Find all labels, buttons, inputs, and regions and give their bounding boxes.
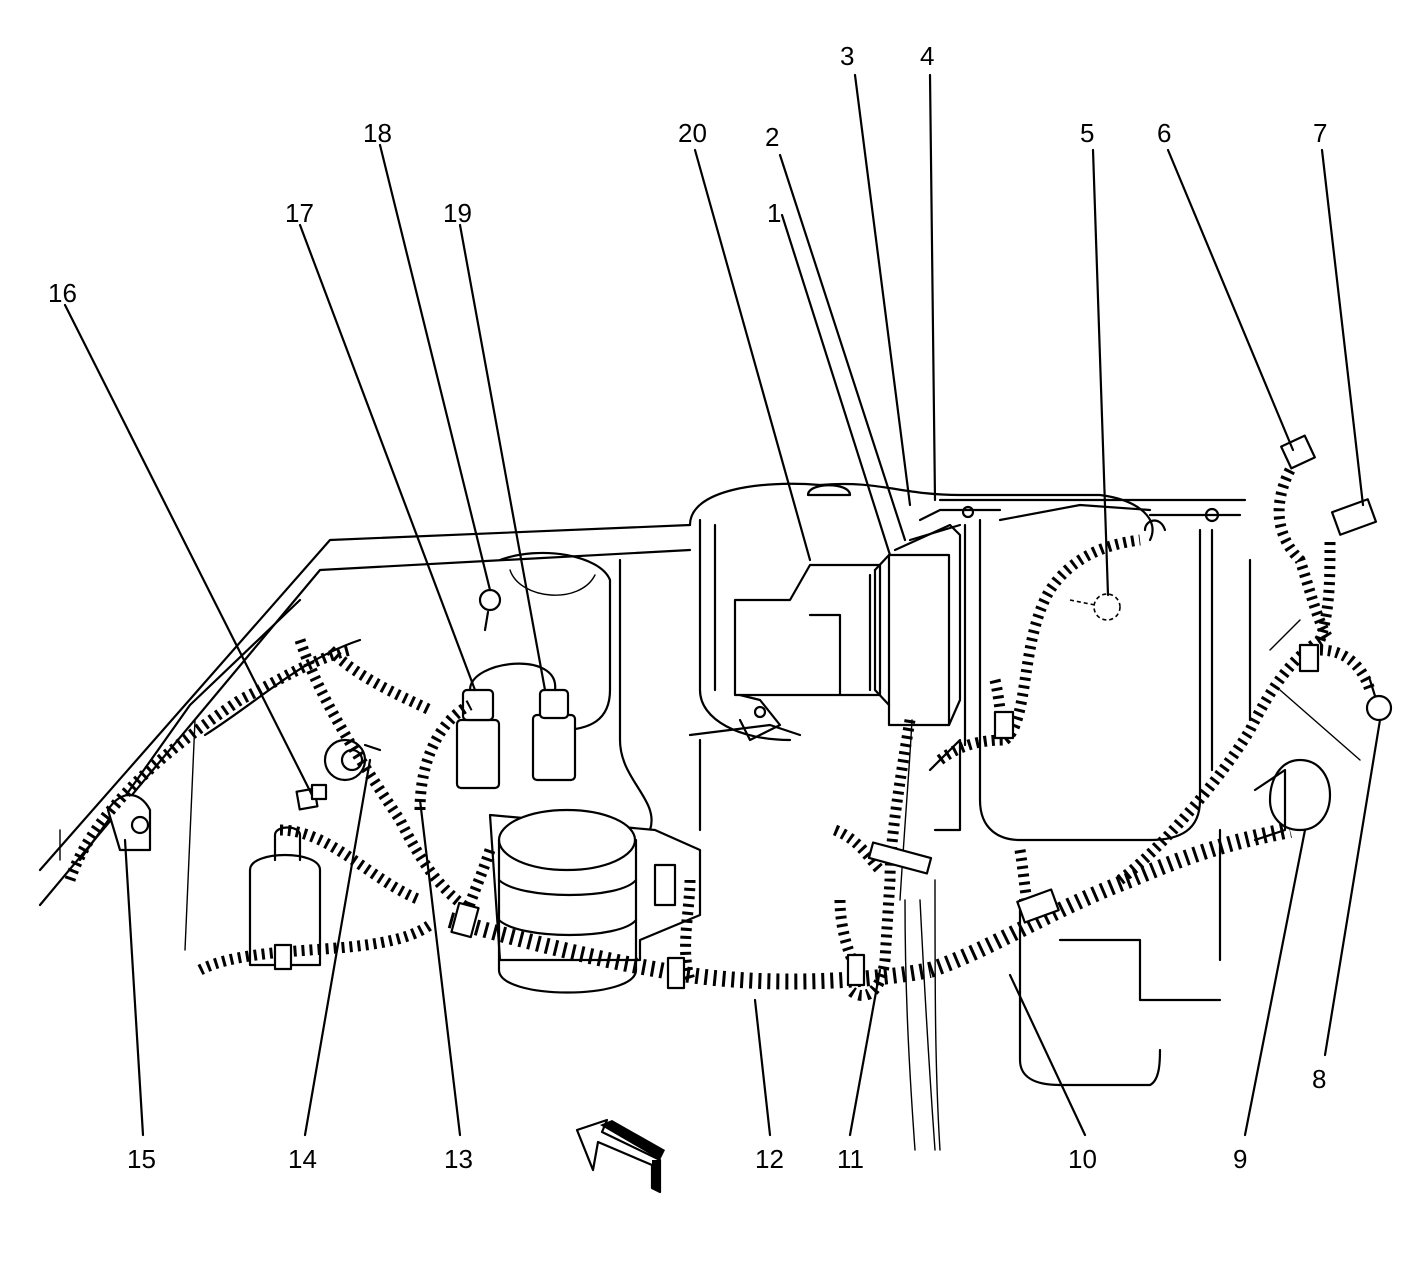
forward-arrow-icon bbox=[575, 1118, 665, 1194]
callout-16: 16 bbox=[48, 278, 77, 308]
leader-lines bbox=[63, 73, 1382, 1137]
connector-6 bbox=[1280, 434, 1316, 470]
callout-17: 17 bbox=[285, 198, 314, 228]
callout-18: 18 bbox=[363, 118, 392, 148]
hidden-ground-5 bbox=[1069, 593, 1121, 621]
harness-clips bbox=[273, 643, 1320, 990]
ring-terminal-8 bbox=[1365, 678, 1393, 722]
callout-14: 14 bbox=[288, 1144, 317, 1174]
connector-7 bbox=[1330, 498, 1378, 536]
callout-19: 19 bbox=[443, 198, 472, 228]
callout-1: 1 bbox=[767, 198, 781, 228]
callout-5: 5 bbox=[1080, 118, 1094, 148]
callout-10: 10 bbox=[1068, 1144, 1097, 1174]
callout-2: 2 bbox=[765, 122, 779, 152]
callout-12: 12 bbox=[755, 1144, 784, 1174]
callout-11: 11 bbox=[837, 1144, 864, 1174]
callout-20: 20 bbox=[678, 118, 707, 148]
callout-15: 15 bbox=[127, 1144, 156, 1174]
washer-bottle bbox=[248, 826, 322, 967]
master-cylinder bbox=[488, 808, 702, 994]
callout-8: 8 bbox=[1312, 1064, 1326, 1094]
callout-9: 9 bbox=[1233, 1144, 1247, 1174]
callout-6: 6 bbox=[1157, 118, 1171, 148]
grommet-9 bbox=[1253, 758, 1331, 842]
callout-labels: 1 2 3 4 5 6 7 8 9 10 11 12 13 14 15 16 1… bbox=[48, 41, 1327, 1174]
junction-block bbox=[873, 505, 1002, 747]
reservoir-cap bbox=[806, 484, 852, 497]
callout-4: 4 bbox=[920, 41, 934, 71]
callout-3: 3 bbox=[840, 41, 854, 71]
inner-fender-right bbox=[688, 482, 1361, 1087]
callout-13: 13 bbox=[444, 1144, 473, 1174]
wiring-harness bbox=[64, 467, 1376, 1151]
radiator-support bbox=[203, 551, 702, 832]
callout-7: 7 bbox=[1313, 118, 1327, 148]
ground-eyelet-18 bbox=[478, 588, 502, 632]
sensor-pair-19 bbox=[455, 662, 577, 790]
connector-16 bbox=[295, 783, 328, 811]
hold-down-bolts bbox=[1143, 507, 1242, 772]
module-box-20 bbox=[688, 563, 882, 742]
